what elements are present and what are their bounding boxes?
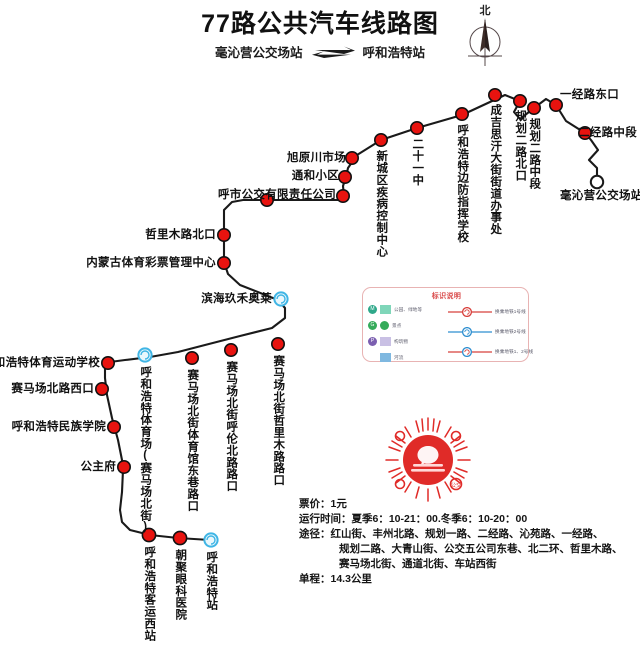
legend-column-transfers: 换乘地铁1号线 换乘地铁2号线 (448, 304, 533, 363)
station-marker-saimachang-zhelimu[interactable] (270, 336, 285, 351)
station-label-haoqinying: 毫沁营公交场站 (560, 190, 640, 202)
structure-swatch-icon (380, 337, 391, 346)
station-marker-terminus-haoqinying[interactable] (589, 174, 605, 190)
route-path-line-1: 途径：红山街、丰州北路、规划一路、二经路、沁苑路、一经路、 (299, 527, 604, 540)
station-marker-sports-lottery-center[interactable] (217, 255, 232, 270)
station-label-no21-middle-school: 二十一中 (411, 138, 424, 186)
station-label-west-coach-station: 呼和浩特客运西站 (143, 546, 156, 642)
station-label-bus-company: 呼市公交有限责任公司 (218, 189, 336, 201)
legend-item: 换乘地铁2号线 (448, 324, 526, 339)
station-marker-bianfang-school[interactable] (454, 107, 469, 122)
legend-panel: 标识说明 M 公园、绿地等 G 景点 P 构筑物 (362, 287, 533, 363)
station-label-chengjisihan-jiedao: 成吉思汗大街街道办事处 (489, 104, 502, 235)
metro-line1-transfer-icon (448, 306, 492, 317)
station-marker-tonghe-community[interactable] (337, 170, 352, 185)
bidirectional-arrow-icon (311, 46, 355, 58)
station-label-hohhot-railway-station: 呼和浩特站 (205, 551, 218, 611)
route-path-line-3: 赛马场北街、通道北街、车站西街 (339, 557, 497, 570)
scenic-swatch-icon (380, 321, 389, 330)
station-label-binhai-jiuhe-outlets: 滨海玖禾奥莱 (201, 293, 272, 305)
station-label-guihua2lu-zhongduan: 规划二路中段 (528, 118, 541, 190)
station-marker-bus-company-alt[interactable] (259, 193, 274, 208)
station-marker-yijinglu-dongkou[interactable] (548, 98, 563, 113)
distance-line: 单程：14.3公里 (299, 572, 372, 585)
legend-item-label: 河流 (394, 354, 404, 360)
station-markers (95, 88, 605, 548)
station-label-hohhot-stadium: 呼和浩特体育场(赛马场北街) (139, 366, 152, 534)
subtitle-destination: 呼和浩特站 (362, 46, 426, 60)
station-label-zhelimulu-beikou: 哲里木路北口 (145, 229, 216, 241)
station-label-gongzhufu: 公主府 (80, 461, 116, 473)
route-info-block: 票价：1元 运行时间：夏季6：10-21：00.冬季6：10-20：00 途径：… (299, 497, 634, 586)
station-marker-erjinglu-zhongduan[interactable] (577, 126, 592, 141)
river-swatch-icon (380, 353, 391, 362)
legend-item-label: 换乘地铁2号线 (495, 328, 526, 334)
station-marker-xuyuanchuan-market[interactable] (344, 151, 359, 166)
station-label-bianfang-school: 呼和浩特边防指挥学校 (456, 124, 469, 243)
river-badge-spacer (368, 353, 377, 362)
station-marker-guihua2lu-zhongduan[interactable] (526, 101, 541, 116)
station-label-xinchengqu-cdc: 新城区疾病控制中心 (375, 150, 388, 258)
legend-item: 换乘地铁1号线 (448, 304, 526, 319)
station-label-tonghe-community: 通和小区 (291, 170, 339, 182)
legend-title: 标识说明 (431, 293, 462, 300)
station-marker-minzu-college[interactable] (107, 419, 122, 434)
park-swatch-icon (380, 305, 391, 314)
legend-column-symbols: M 公园、绿地等 G 景点 P 构筑物 河流 (368, 304, 444, 363)
wechat-miniprogram-qr-code[interactable]: 公交 (378, 412, 478, 508)
station-label-yijinglu-dongkou: 一经路东口 (560, 89, 619, 101)
legend-item-label: 换乘地铁1号线 (495, 308, 526, 314)
station-label-chaoju-eye-hospital: 朝聚眼科医院 (174, 549, 187, 621)
metro-line1-2-transfer-icon (448, 346, 492, 357)
legend-item-label: 景点 (392, 322, 402, 328)
scenic-badge-icon: G (368, 321, 377, 330)
svg-text:公交: 公交 (450, 481, 462, 489)
station-marker-chaoju-eye-hospital[interactable] (172, 530, 188, 546)
legend-item-label: 换乘地铁1、2号线 (495, 348, 534, 354)
fare-line: 票价：1元 (299, 498, 347, 510)
station-marker-zhelimulu-beikou[interactable] (217, 228, 232, 243)
legend-item: P 构筑物 (368, 336, 444, 347)
route-endpoints-subtitle: 毫沁营公交场站 呼和浩特站 (0, 42, 640, 61)
legend-item-label: 构筑物 (394, 338, 409, 344)
station-label-saimachang-gym: 赛马场北街体育馆东巷路口 (186, 369, 199, 512)
station-label-saimachang-beilu-xikou: 赛马场北路西口 (11, 383, 94, 395)
park-badge-icon: M (368, 305, 377, 314)
station-label-xuyuanchuan-market: 旭原川市场 (287, 152, 346, 164)
station-label-sports-school: 呼和浩特体育运动学校 (0, 357, 100, 369)
legend-item-label: 公园、绿地等 (394, 306, 423, 312)
station-marker-guihua2lu-beikou[interactable] (512, 94, 527, 109)
metro-line2-transfer-icon (448, 326, 492, 337)
station-label-saimachang-hulun: 赛马场北街呼伦北路路口 (225, 361, 238, 492)
station-marker-sports-school[interactable] (101, 355, 116, 370)
station-label-minzu-college: 呼和浩特民族学院 (11, 421, 106, 433)
route-path-line-2: 规划二路、大青山街、公交五公司东巷、北二环、哲里木路、 (339, 542, 623, 555)
subtitle-origin: 毫沁营公交场站 (214, 46, 303, 60)
station-marker-saimachang-gym[interactable] (185, 350, 200, 365)
legend-item: M 公园、绿地等 (368, 304, 444, 315)
station-marker-west-coach-station[interactable] (141, 527, 157, 543)
station-label-erjinglu-zhongduan: 二经路中段 (578, 127, 637, 139)
station-marker-gongzhufu[interactable] (117, 459, 132, 474)
legend-columns: M 公园、绿地等 G 景点 P 构筑物 河流 (368, 304, 533, 363)
compass-needle-icon (468, 18, 502, 66)
compass-north-label: 北 (479, 5, 491, 17)
station-marker-bus-company[interactable] (335, 189, 350, 204)
legend-item: 河流 (368, 352, 444, 363)
legend-item: 换乘地铁1、2号线 (448, 344, 533, 359)
station-label-saimachang-zhelimu: 赛马场北街哲里木路路口 (272, 355, 285, 486)
station-marker-saimachang-hulun[interactable] (224, 342, 239, 357)
structure-badge-icon: P (368, 337, 377, 346)
station-marker-chengjisihan-jiedao[interactable] (487, 88, 502, 103)
page-title: 77路公共汽车线路图 (201, 10, 439, 38)
operating-hours-line: 运行时间：夏季6：10-21：00.冬季6：10-20：00 (299, 512, 528, 525)
compass-rose: 北 (455, 2, 515, 72)
station-marker-xinchengqu-cdc[interactable] (373, 133, 388, 148)
station-label-guihua2lu-beikou: 规划二路北口 (514, 110, 527, 182)
station-marker-saimachang-beilu-xikou[interactable] (95, 381, 110, 396)
station-label-sports-lottery-center: 内蒙古体育彩票管理中心 (86, 257, 216, 269)
legend-item: G 景点 (368, 320, 444, 331)
station-marker-no21-middle-school[interactable] (409, 121, 424, 136)
